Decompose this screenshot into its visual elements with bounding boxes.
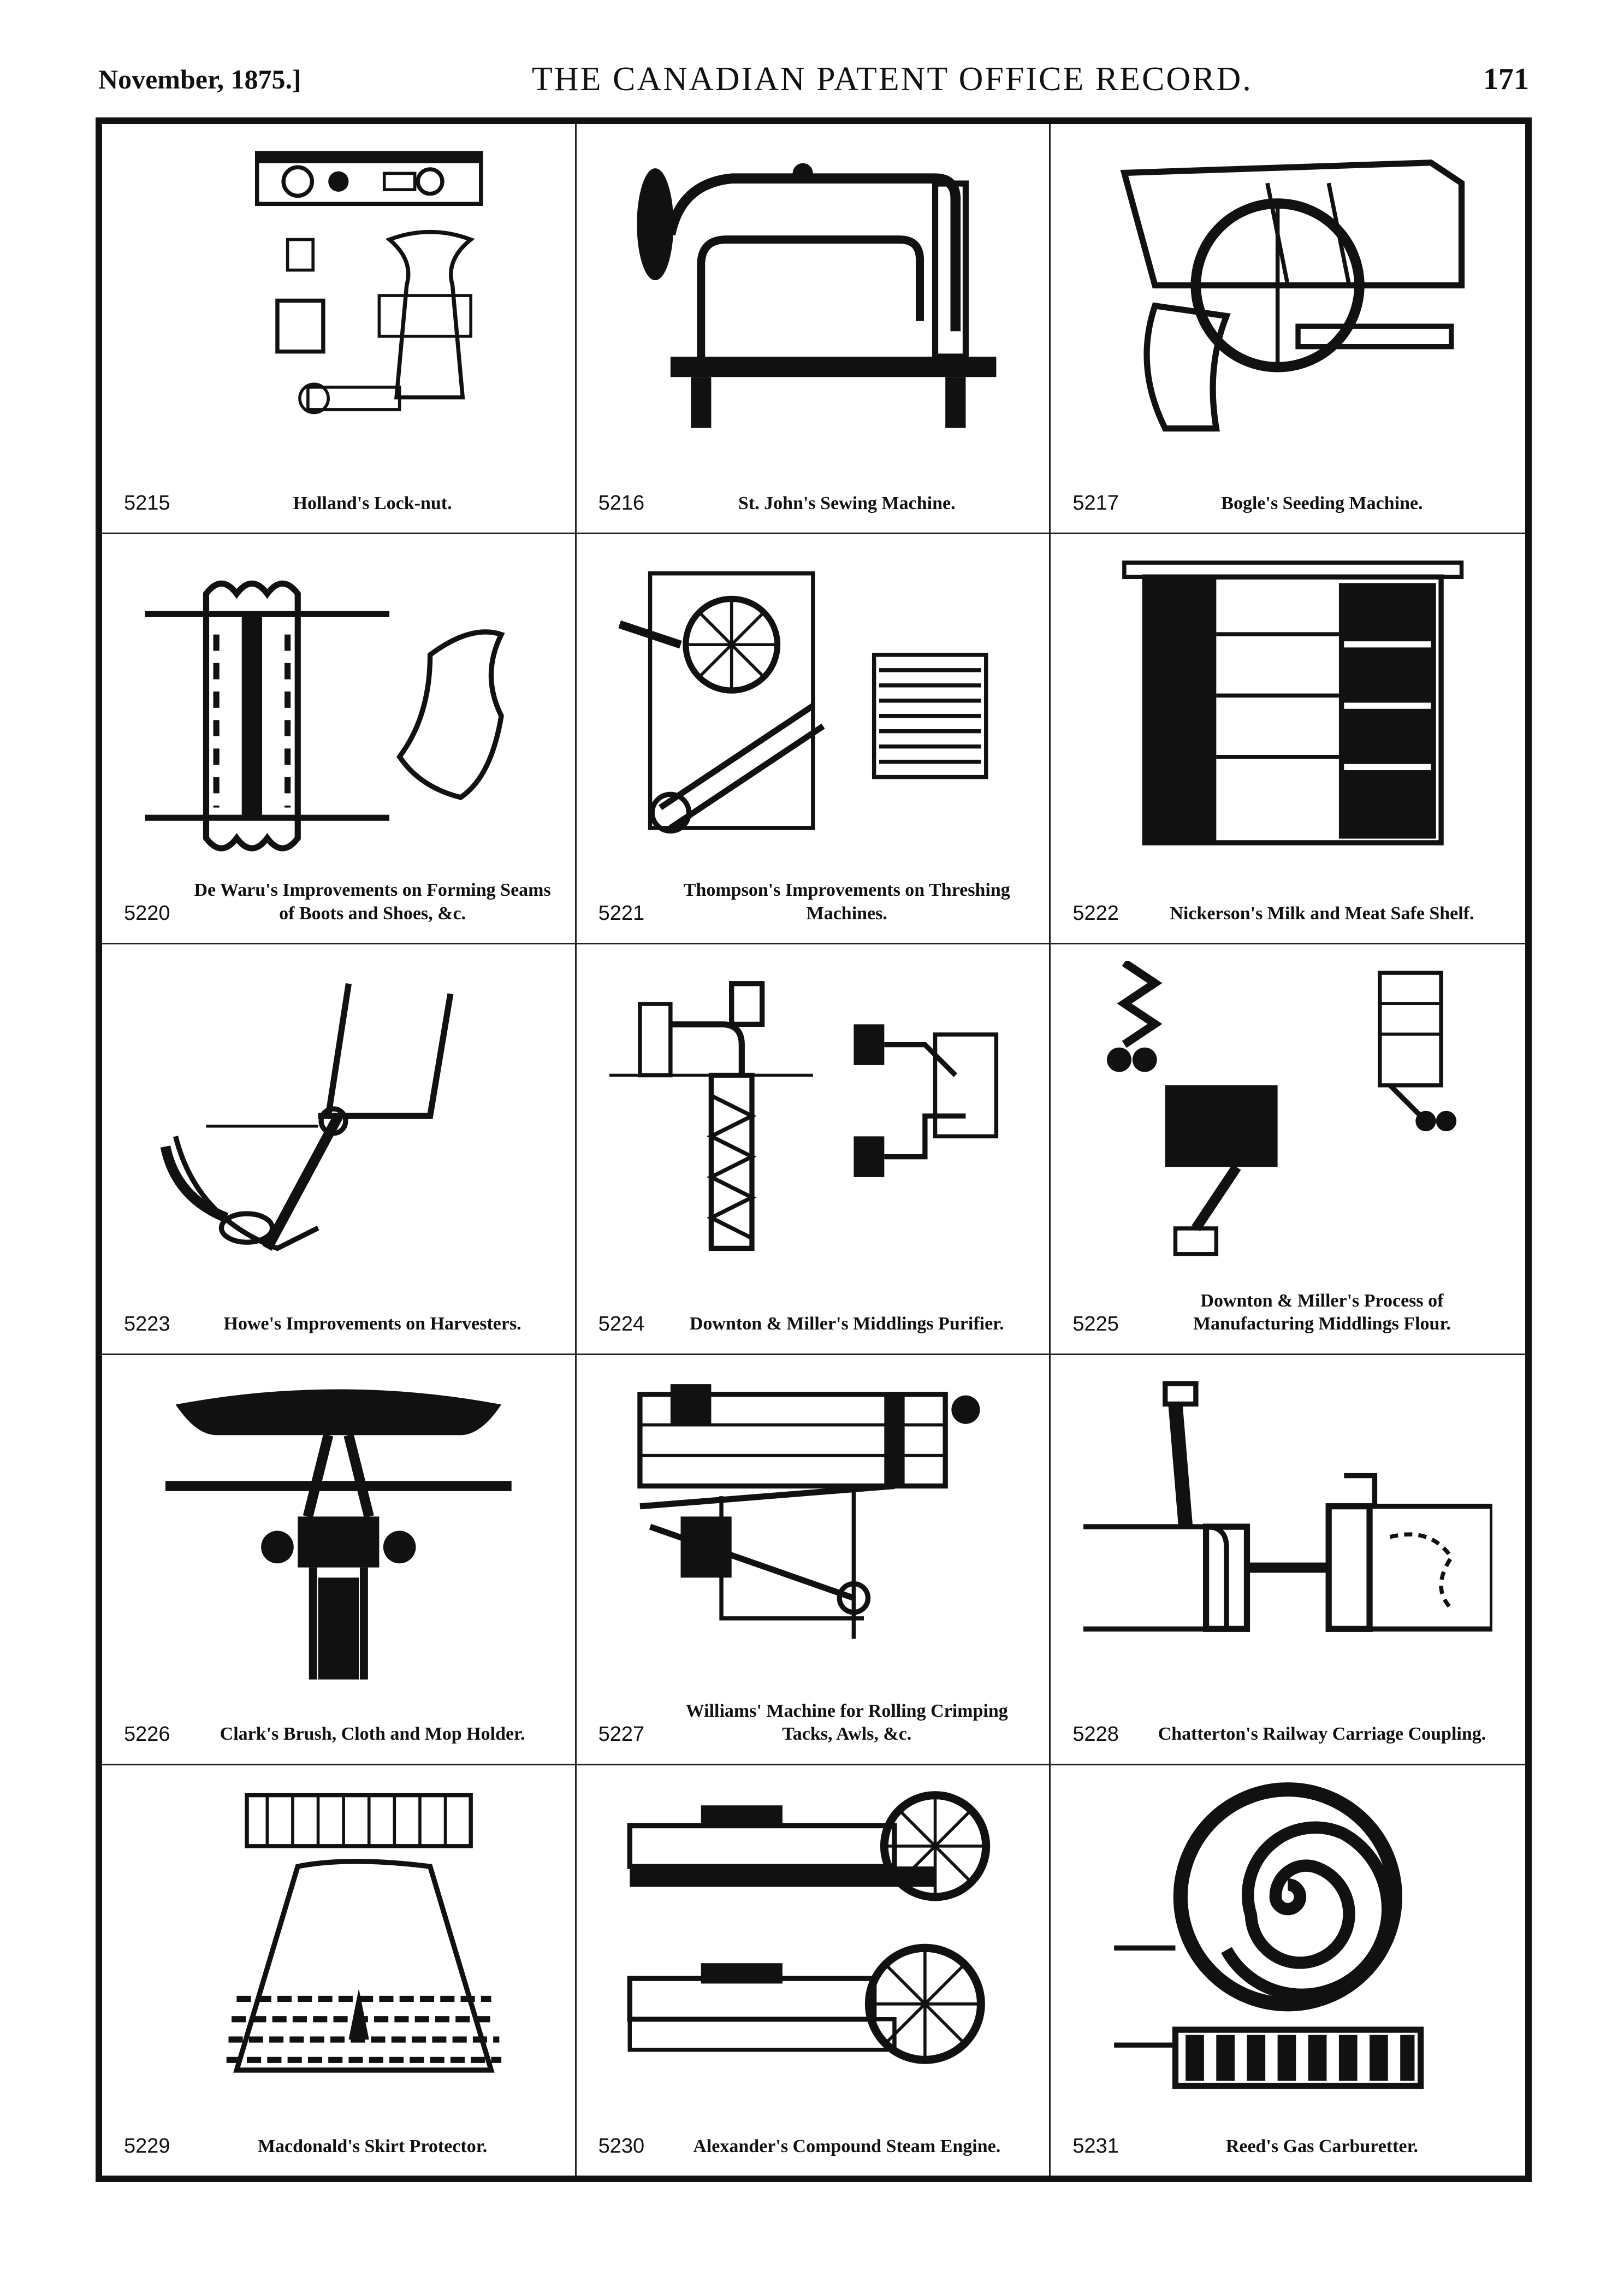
patent-title: Alexander's Compound Steam Engine. bbox=[693, 2136, 1001, 2156]
patent-cell: 5229 Macdonald's Skirt Protector. bbox=[102, 1765, 577, 2176]
patent-number: 5223 bbox=[124, 1312, 170, 1335]
patent-title: Thompson's Improvements on Threshing Mac… bbox=[683, 880, 1010, 924]
skirt-protector-drawing-icon bbox=[135, 1782, 542, 2094]
patent-cell: 5228 Chatterton's Railway Carriage Coupl… bbox=[1051, 1355, 1525, 1765]
sewing-machine-drawing-icon bbox=[609, 140, 1017, 451]
patent-title: Williams' Machine for Rolling Crimping T… bbox=[685, 1700, 1008, 1745]
patent-number: 5229 bbox=[124, 2135, 170, 2158]
patent-cell: 5216 St. John's Sewing Machine. bbox=[576, 124, 1051, 535]
patent-title: Howe's Improvements on Harvesters. bbox=[223, 1314, 521, 1334]
patent-title: Downton & Miller's Middlings Purifier. bbox=[689, 1314, 1004, 1334]
patent-title: Clark's Brush, Cloth and Mop Holder. bbox=[220, 1724, 525, 1745]
steam-engine-drawing-icon bbox=[609, 1782, 1017, 2094]
page-number: 171 bbox=[1483, 62, 1529, 96]
patent-title: St. John's Sewing Machine. bbox=[738, 493, 956, 513]
railway-coupling-drawing-icon bbox=[1083, 1372, 1492, 1682]
patent-cell: 5231 Reed's Gas Carburetter. bbox=[1051, 1765, 1525, 2176]
patent-cell: 5221 Thompson's Improvements on Threshin… bbox=[576, 534, 1051, 945]
patent-title: Reed's Gas Carburetter. bbox=[1225, 2136, 1419, 2156]
patent-number: 5221 bbox=[598, 902, 645, 925]
middlings-purifier-drawing-icon bbox=[609, 961, 1017, 1271]
patent-number: 5222 bbox=[1072, 902, 1119, 925]
safe-shelf-drawing-icon bbox=[1083, 551, 1492, 861]
patent-number: 5226 bbox=[124, 1722, 170, 1746]
patent-cell: 5217 Bogle's Seeding Machine. bbox=[1051, 124, 1525, 535]
patent-number: 5215 bbox=[124, 492, 170, 515]
patent-cell: 5224 Downton & Miller's Middlings Purifi… bbox=[576, 944, 1051, 1355]
mop-holder-drawing-icon bbox=[135, 1372, 542, 1682]
header-date: November, 1875.] bbox=[98, 64, 301, 94]
patent-title: Downton & Miller's Process of Manufactur… bbox=[1193, 1290, 1451, 1334]
threshing-machine-drawing-icon bbox=[609, 551, 1017, 861]
gas-carburetter-drawing-icon bbox=[1083, 1782, 1492, 2094]
patent-cell: 5223 Howe's Improvements on Harvesters. bbox=[102, 944, 577, 1355]
patent-cell: 5226 Clark's Brush, Cloth and Mop Holder… bbox=[102, 1355, 577, 1765]
patent-number: 5230 bbox=[598, 2135, 645, 2158]
patent-cell: 5230 Alexander's Compound Steam Engine. bbox=[577, 1765, 1051, 2176]
patent-number: 5224 bbox=[598, 1312, 645, 1335]
patent-title: Nickerson's Milk and Meat Safe Shelf. bbox=[1170, 903, 1474, 924]
patent-number: 5220 bbox=[124, 902, 170, 925]
patent-cell: 5220 De Waru's Improvements on Forming S… bbox=[102, 534, 577, 945]
patent-cell: 5227 Williams' Machine for Rolling Crimp… bbox=[576, 1355, 1051, 1765]
patent-number: 5227 bbox=[598, 1722, 645, 1746]
patent-title: Macdonald's Skirt Protector. bbox=[257, 2136, 488, 2156]
patent-number: 5216 bbox=[598, 492, 645, 515]
patent-number: 5217 bbox=[1072, 492, 1119, 515]
crimping-machine-drawing-icon bbox=[609, 1372, 1017, 1682]
patent-title: Chatterton's Railway Carriage Coupling. bbox=[1158, 1724, 1486, 1745]
patent-cell: 5215 Holland's Lock-nut. bbox=[102, 124, 577, 535]
page-header: November, 1875.] THE CANADIAN PATENT OFF… bbox=[98, 55, 1529, 104]
patent-title: Bogle's Seeding Machine. bbox=[1221, 493, 1423, 513]
flour-process-drawing-icon bbox=[1083, 961, 1492, 1271]
lock-nut-drawing-icon bbox=[135, 140, 542, 451]
patent-title: De Waru's Improvements on Forming Seams … bbox=[194, 880, 551, 924]
patent-number: 5231 bbox=[1072, 2135, 1119, 2158]
patent-cell: 5225 Downton & Miller's Process of Manuf… bbox=[1051, 944, 1525, 1355]
patent-plate-grid: 5215 Holland's Lock-nut. 5216 St. John's… bbox=[96, 117, 1532, 2182]
boot-seam-drawing-icon bbox=[135, 551, 542, 861]
header-title: THE CANADIAN PATENT OFFICE RECORD. bbox=[532, 60, 1253, 98]
patent-cell: 5222 Nickerson's Milk and Meat Safe Shel… bbox=[1051, 534, 1525, 945]
patent-number: 5225 bbox=[1072, 1312, 1119, 1335]
harvester-drawing-icon bbox=[135, 961, 542, 1271]
seeding-machine-drawing-icon bbox=[1083, 140, 1492, 451]
patent-title: Holland's Lock-nut. bbox=[293, 493, 452, 513]
patent-number: 5228 bbox=[1072, 1722, 1119, 1746]
